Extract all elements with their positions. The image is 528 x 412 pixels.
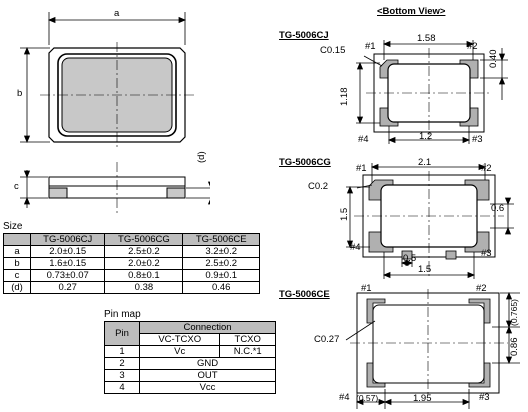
pin-connection: N.C.*1 <box>219 345 276 358</box>
pin-connection: Vcc <box>139 381 276 394</box>
cj-pin1-label: #1 <box>365 41 376 52</box>
table-cell: 0.38 <box>104 281 184 294</box>
table-row: 4 Vcc <box>104 381 276 394</box>
ce-pin3-label: #3 <box>479 392 490 403</box>
ce-title: TG-5006CE <box>279 289 330 300</box>
cg-title: TG-5006CG <box>279 157 331 168</box>
table-row: c 0.73±0.07 0.8±0.1 0.9±0.1 <box>3 269 260 282</box>
table-row: a 2.0±0.15 2.5±0.2 3.2±0.2 <box>3 245 260 258</box>
table-cell: 0.46 <box>182 281 260 294</box>
cg-height-left-label: 1.5 <box>339 207 350 221</box>
table-cell: 0.8±0.1 <box>104 269 184 282</box>
pin-map-table: Pin Connection VC-TCXO TCXO 1 Vc N.C.*1 … <box>104 321 276 394</box>
size-table-header-cell: TG-5006CJ <box>29 233 106 246</box>
ce-dim-top-right-label: (0.765) <box>509 299 519 326</box>
table-cell: 2.0±0.2 <box>104 257 184 270</box>
cj-width-top-label: 1.58 <box>417 33 436 44</box>
bottom-view-label: <Bottom View> <box>377 6 446 17</box>
ce-chamfer-label: C0.27 <box>314 334 340 345</box>
dim-c-label: c <box>14 181 19 192</box>
dim-d-label: (d) <box>196 151 207 163</box>
cj-width-bottom-label: 1.2 <box>419 131 433 142</box>
cj-footprint <box>356 40 508 144</box>
cg-pin2-label: #2 <box>481 163 492 174</box>
cj-pin2-label: #2 <box>467 41 478 52</box>
size-table-header-cell: TG-5006CE <box>182 233 260 246</box>
table-cell: (d) <box>3 281 31 294</box>
table-cell: b <box>3 257 31 270</box>
dim-a-label: a <box>114 8 120 19</box>
table-cell: 2.5±0.2 <box>104 245 184 258</box>
cg-pin3-label: #3 <box>481 248 492 259</box>
table-cell: 2.0±0.15 <box>29 245 106 258</box>
cg-pin1-label: #1 <box>356 163 367 174</box>
table-row: 2 GND <box>104 357 276 370</box>
size-table: TG-5006CJ TG-5006CG TG-5006CE a 2.0±0.15… <box>3 233 260 294</box>
table-cell: 0.73±0.07 <box>29 269 106 282</box>
cg-chamfer-label: C0.2 <box>308 181 329 192</box>
table-cell: c <box>3 269 31 282</box>
table-cell: 2.5±0.2 <box>182 257 260 270</box>
cj-pin4-label: #4 <box>358 134 369 145</box>
pin-header: Pin <box>104 321 140 346</box>
cj-pad-height-label: 0.40 <box>488 49 499 69</box>
ce-dim-right-label: 0.86 <box>509 337 520 357</box>
pin-map-header-row: Pin Connection <box>104 321 276 346</box>
size-table-header-row: TG-5006CJ TG-5006CG TG-5006CE <box>3 233 260 246</box>
cj-height-left-label: 1.18 <box>339 87 350 107</box>
connection-header: Connection <box>139 321 276 334</box>
table-row: 3 OUT <box>104 369 276 382</box>
table-cell: 1.6±0.15 <box>29 257 106 270</box>
pin-map-subheader-row: VC-TCXO TCXO <box>105 333 276 346</box>
cj-chamfer-label: C0.15 <box>320 45 346 56</box>
ce-width-bottom-label: 1.95 <box>413 393 432 404</box>
cg-footprint <box>346 163 514 279</box>
table-row: 1 Vc N.C.*1 <box>104 345 276 358</box>
pin-number: 3 <box>104 369 140 382</box>
cg-pin4-label: #4 <box>350 242 361 253</box>
sub-header-tcxo: TCXO <box>219 333 276 346</box>
pin-connection: Vc <box>138 345 221 358</box>
pin-map-caption: Pin map <box>104 309 141 320</box>
dim-b-label: b <box>17 88 23 99</box>
pin-connection: GND <box>139 357 276 370</box>
pin-connection: OUT <box>139 369 276 382</box>
pin-number: 4 <box>104 381 140 394</box>
table-cell: 0.27 <box>29 281 106 294</box>
top-view-drawing <box>20 12 210 215</box>
ce-pin2-label: #2 <box>476 283 487 294</box>
cg-pad-width-label: 0.5 <box>403 253 417 264</box>
pin-number: 2 <box>104 357 140 370</box>
table-cell: 0.9±0.1 <box>182 269 260 282</box>
cg-width-top-label: 2.1 <box>418 157 432 168</box>
table-row: b 1.6±0.15 2.0±0.2 2.5±0.2 <box>3 257 260 270</box>
cg-width-bottom-label: 1.5 <box>418 264 432 275</box>
table-row: (d) 0.27 0.38 0.46 <box>3 281 260 294</box>
ce-pin4-label: #4 <box>339 392 350 403</box>
ce-dim-bottom-left-label: (0.57) <box>356 393 379 403</box>
size-table-caption: Size <box>3 221 23 232</box>
cg-pad-height-label: 0.6 <box>491 203 505 214</box>
ce-pin1-label: #1 <box>361 283 372 294</box>
table-cell: a <box>3 245 31 258</box>
cj-title: TG-5006CJ <box>279 30 329 41</box>
size-table-header-cell: TG-5006CG <box>104 233 184 246</box>
sub-header-vc-tcxo: VC-TCXO <box>138 333 221 346</box>
pin-number: 1 <box>104 345 140 358</box>
table-cell: 3.2±0.2 <box>182 245 260 258</box>
cj-pin3-label: #3 <box>472 134 483 145</box>
ce-footprint <box>345 289 520 409</box>
size-table-header-cell <box>3 233 31 246</box>
